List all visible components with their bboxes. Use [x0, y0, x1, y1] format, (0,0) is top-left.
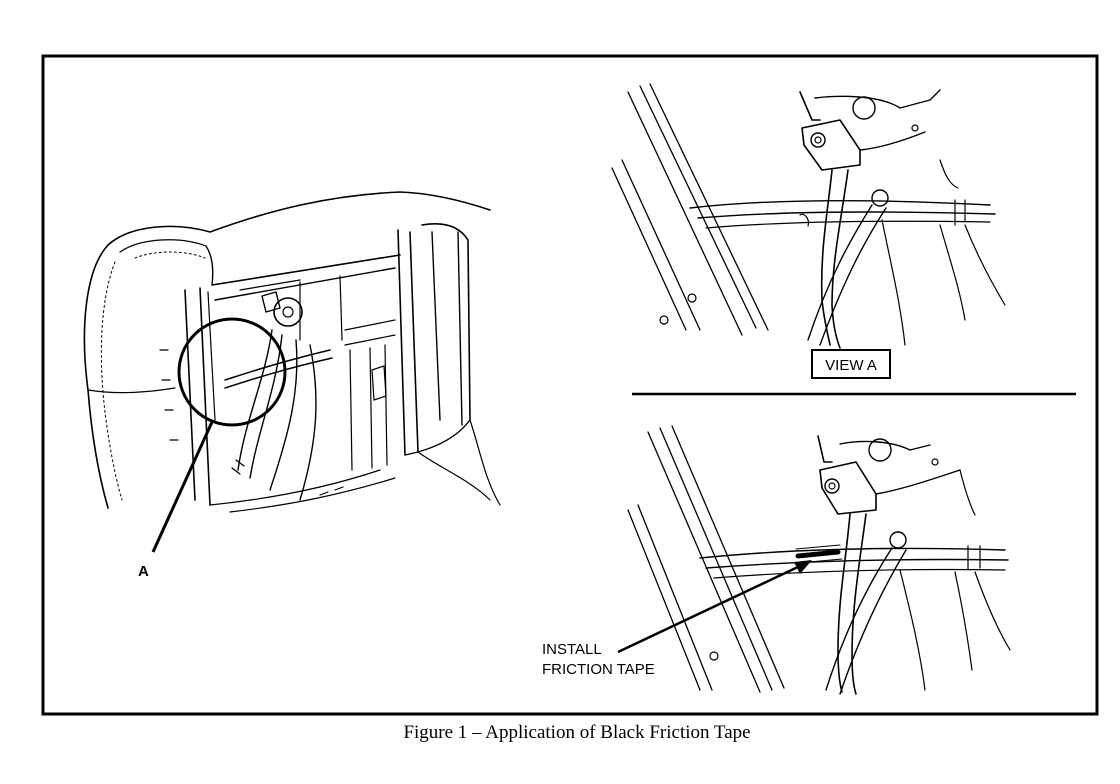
install-arrowhead [794, 560, 812, 574]
install-detail-drawing [627, 425, 1011, 695]
callout-circle [177, 317, 287, 427]
install-leader [617, 564, 801, 654]
view-a-label: VIEW A [825, 357, 877, 374]
callout-a-label: A [138, 563, 149, 580]
seat-overview-drawing [83, 191, 501, 513]
install-label-line2: FRICTION TAPE [542, 661, 655, 678]
friction-tape [795, 544, 843, 564]
callout-leader [151, 421, 214, 553]
view-a-label-box [811, 349, 891, 379]
figure-frame [41, 54, 1099, 716]
figure-caption: Figure 1 – Application of Black Friction… [403, 722, 750, 743]
view-a-drawing [611, 83, 1006, 349]
install-label-line1: INSTALL [542, 641, 602, 658]
